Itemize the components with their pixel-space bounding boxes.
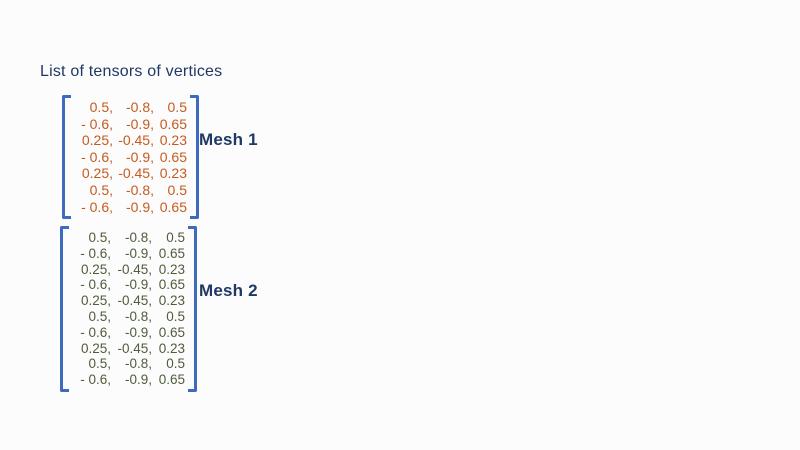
matrix-cell: 0.5 bbox=[167, 99, 187, 115]
matrix-row: - 0.6, -0.9, 0.65 bbox=[73, 246, 185, 262]
matrix-cell: -0.9, bbox=[124, 277, 152, 293]
matrix-cell: 0.65 bbox=[158, 372, 185, 388]
left-bracket bbox=[60, 226, 69, 392]
matrix-cell: 0.25, bbox=[80, 340, 111, 356]
matrix-cell: 0.5, bbox=[88, 230, 111, 245]
matrix-cell: 0.65 bbox=[159, 148, 187, 165]
matrix-cell: 0.5 bbox=[166, 230, 185, 245]
matrix-row: 0.5, -0.8, 0.5 bbox=[73, 309, 185, 325]
matrix-row: - 0.6, -0.9, 0.65 bbox=[73, 277, 185, 293]
matrix-cell: -0.8, bbox=[124, 308, 152, 324]
left-bracket bbox=[62, 95, 71, 220]
matrix-row: - 0.6, -0.9, 0.65 bbox=[75, 199, 187, 216]
matrix-cell: - 0.6, bbox=[80, 372, 111, 388]
matrix-cell: 0.5, bbox=[88, 308, 111, 324]
matrix-cell: -0.9, bbox=[125, 115, 154, 132]
matrix-cell: - 0.6, bbox=[81, 115, 113, 132]
matrix-cell: 0.65 bbox=[159, 115, 187, 132]
matrix-row: 0.5, -0.8, 0.5 bbox=[73, 230, 185, 246]
right-bracket bbox=[188, 226, 197, 392]
matrix-row: 0.5, -0.8, 0.5 bbox=[73, 356, 185, 372]
matrix-row: 0.25, -0.45, 0.23 bbox=[73, 262, 185, 278]
matrix-row: - 0.6, -0.9, 0.65 bbox=[75, 116, 187, 133]
matrix-cell: - 0.6, bbox=[80, 277, 111, 293]
matrix-cell: -0.8, bbox=[124, 230, 152, 245]
matrix-cell: -0.9, bbox=[124, 245, 152, 261]
matrix-row: 0.25, -0.45, 0.23 bbox=[75, 132, 187, 149]
matrix-cell: -0.8, bbox=[124, 356, 152, 372]
matrix-cell: 0.5, bbox=[89, 181, 113, 198]
matrix-cell: -0.45, bbox=[118, 165, 154, 182]
matrix-cell: 0.23 bbox=[159, 165, 187, 182]
matrix-row: - 0.6, -0.9, 0.65 bbox=[75, 149, 187, 166]
matrix-cell: -0.45, bbox=[117, 261, 152, 277]
matrix-cell: 0.65 bbox=[158, 277, 185, 293]
matrix-row: 0.5, -0.8, 0.5 bbox=[75, 99, 187, 116]
mesh-1-label: Mesh 1 bbox=[199, 130, 258, 149]
matrix-cell: -0.9, bbox=[124, 372, 152, 388]
matrix-cell: 0.23 bbox=[158, 261, 185, 277]
matrix-cell: 0.65 bbox=[158, 324, 185, 340]
matrix-cell: 0.23 bbox=[159, 132, 187, 149]
matrix-row: 0.25, -0.45, 0.23 bbox=[73, 341, 185, 357]
matrix-cell: 0.25, bbox=[81, 132, 113, 149]
matrix-cell: -0.9, bbox=[125, 198, 154, 215]
matrix-cell: - 0.6, bbox=[81, 198, 113, 215]
matrix-cell: 0.65 bbox=[158, 245, 185, 261]
matrix-cell: 0.5 bbox=[166, 356, 185, 372]
mesh-2-label: Mesh 2 bbox=[199, 281, 258, 300]
matrix-cell: - 0.6, bbox=[81, 148, 113, 165]
matrix-cell: -0.45, bbox=[117, 340, 152, 356]
matrix-cell: 0.25, bbox=[80, 293, 111, 309]
matrix-row: - 0.6, -0.9, 0.65 bbox=[73, 325, 185, 341]
matrix-row: 0.5, -0.8, 0.5 bbox=[75, 182, 187, 199]
matrix-cell: -0.8, bbox=[125, 99, 154, 115]
matrix-cell: -0.8, bbox=[125, 181, 154, 198]
matrix-cell: -0.45, bbox=[117, 293, 152, 309]
matrix-cell: -0.9, bbox=[125, 148, 154, 165]
matrix-cell: 0.65 bbox=[159, 198, 187, 215]
matrix-cell: 0.5 bbox=[166, 308, 185, 324]
matrix-cell: 0.25, bbox=[81, 165, 113, 182]
matrix-cell: - 0.6, bbox=[80, 324, 111, 340]
matrix-cell: -0.45, bbox=[118, 132, 154, 149]
matrix-cell: -0.9, bbox=[124, 324, 152, 340]
matrix-cell: 0.23 bbox=[158, 340, 185, 356]
matrix-cell: 0.5, bbox=[89, 99, 113, 115]
matrix-row: 0.25, -0.45, 0.23 bbox=[73, 293, 185, 309]
matrix-cell: 0.25, bbox=[80, 261, 111, 277]
matrix-row: - 0.6, -0.9, 0.65 bbox=[73, 372, 185, 388]
matrix-cell: 0.23 bbox=[158, 293, 185, 309]
matrix-row: 0.25, -0.45, 0.23 bbox=[75, 165, 187, 182]
matrix-cell: 0.5 bbox=[167, 181, 187, 198]
matrix-cell: - 0.6, bbox=[80, 245, 111, 261]
matrix-cell: 0.5, bbox=[88, 356, 111, 372]
right-bracket bbox=[190, 95, 199, 220]
page-title: List of tensors of vertices bbox=[40, 63, 223, 80]
